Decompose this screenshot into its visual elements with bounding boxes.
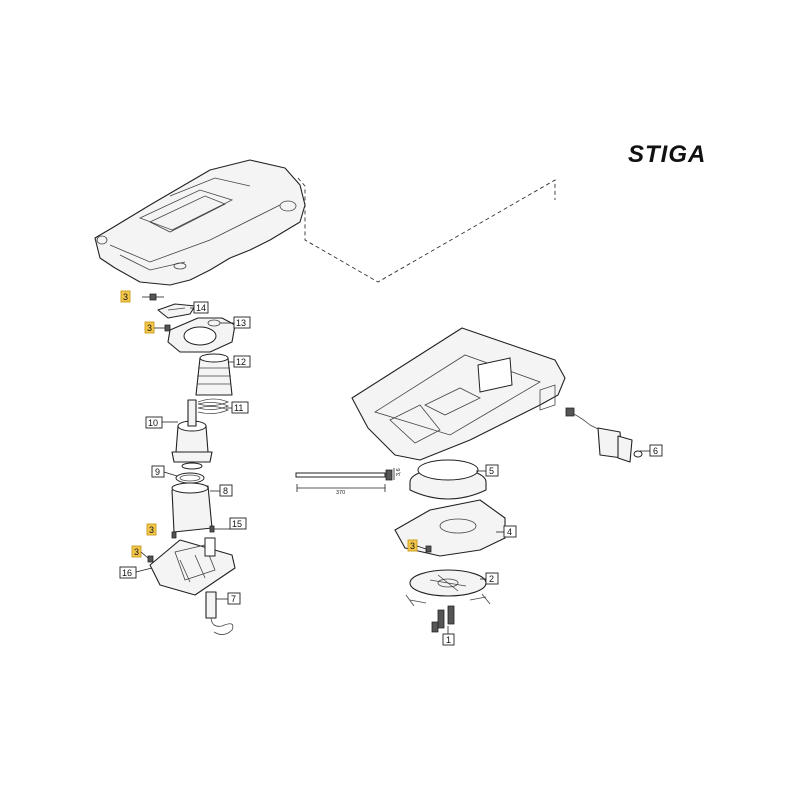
callout-11: 11 xyxy=(226,401,249,414)
callout-label: 5 xyxy=(489,466,494,476)
callout-label: 11 xyxy=(234,403,243,413)
part-1-blade-screws xyxy=(431,605,455,633)
cable-tie xyxy=(295,468,395,492)
tie-width-label: 3,6 xyxy=(396,468,402,476)
part-14-bracket xyxy=(157,303,196,319)
part-11-spring xyxy=(197,398,230,414)
callout-15: 15 xyxy=(214,517,247,530)
callout-2: 2 xyxy=(480,572,499,585)
callout-label: 12 xyxy=(236,357,246,367)
callout-5: 5 xyxy=(476,464,499,477)
callout-7: 7 xyxy=(216,592,241,605)
tie-length-label: 370 xyxy=(336,490,345,496)
assembly-link-dashed-line xyxy=(297,177,556,283)
callout-label: 3 xyxy=(410,541,415,551)
callout-label: 7 xyxy=(231,594,236,604)
callout-label: 9 xyxy=(155,467,160,477)
callout-3-fourth: 3 xyxy=(131,545,149,559)
callout-label: 10 xyxy=(148,418,158,428)
callout-10: 10 xyxy=(145,416,178,429)
top-cover xyxy=(94,159,306,286)
callout-3-chassis: 3 xyxy=(407,539,427,552)
part-6-drive-motor xyxy=(565,407,643,463)
chassis xyxy=(351,327,566,461)
callout-12: 12 xyxy=(228,355,251,368)
callout-label: 1 xyxy=(446,635,451,645)
callout-6: 6 xyxy=(640,444,663,457)
screw-skid xyxy=(425,545,432,553)
part-7-sensor xyxy=(205,591,234,635)
screw-second xyxy=(164,324,171,332)
callout-label: 14 xyxy=(196,303,206,313)
part-8-sleeve xyxy=(171,482,213,533)
callout-4: 4 xyxy=(496,525,517,538)
part-12-bellows xyxy=(195,353,233,396)
stiga-logo: STIGA xyxy=(628,141,706,168)
callout-label: 16 xyxy=(122,568,132,578)
part-5-disc-cover xyxy=(409,459,487,500)
callout-label: 15 xyxy=(232,519,242,529)
callout-13: 13 xyxy=(220,316,251,329)
screw-left-15 xyxy=(171,525,215,539)
part-13-height-plate xyxy=(167,317,236,353)
callout-label: 8 xyxy=(223,486,228,496)
callout-label: 2 xyxy=(489,574,494,584)
screw-top xyxy=(142,293,164,301)
callout-label: 3 xyxy=(149,525,154,535)
callout-label: 3 xyxy=(134,547,139,557)
callout-label: 6 xyxy=(653,446,658,456)
part-9-o-ring xyxy=(175,472,205,484)
callout-label: 13 xyxy=(236,318,246,328)
callout-9: 9 xyxy=(151,465,178,478)
callout-16: 16 xyxy=(119,566,153,579)
part-16-base-housing xyxy=(149,537,236,596)
callout-label: 3 xyxy=(123,292,128,302)
callout-3-second: 3 xyxy=(144,321,165,334)
part-10-height-motor xyxy=(171,399,213,470)
callout-3-top: 3 xyxy=(120,290,131,303)
part-2-blade-disc xyxy=(405,569,491,607)
callout-8: 8 xyxy=(210,484,233,497)
brand-logo-text: STIGA xyxy=(628,141,706,168)
callout-label: 3 xyxy=(147,323,152,333)
screw-base xyxy=(147,555,154,563)
callout-14: 14 xyxy=(190,301,209,314)
callout-label: 4 xyxy=(507,527,512,537)
callout-1: 1 xyxy=(442,626,455,646)
callout-3-third: 3 xyxy=(146,523,157,536)
